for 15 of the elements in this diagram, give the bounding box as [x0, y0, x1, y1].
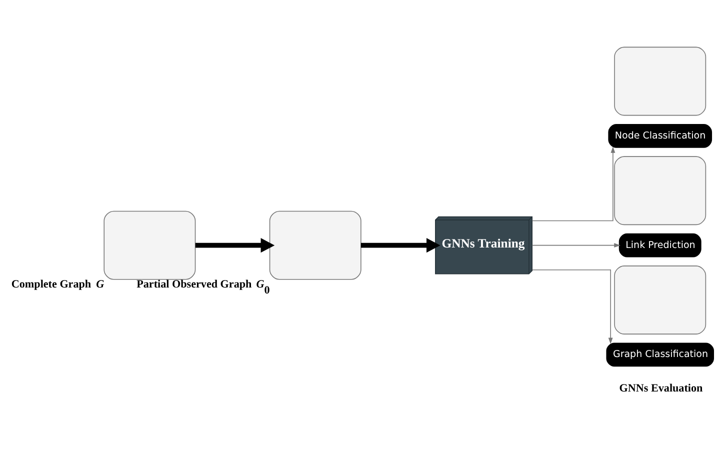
node-box — [104, 210, 196, 280]
arrow — [195, 238, 275, 253]
node-label: Complete Graph G — [11, 278, 104, 290]
node-box — [614, 266, 706, 334]
node-box: Link Prediction — [618, 233, 702, 258]
arrow — [532, 146, 616, 222]
label: GNNs Evaluation — [619, 382, 703, 395]
node-box — [614, 46, 706, 116]
node-box: Node Classification — [608, 124, 712, 148]
node-box: Graph Classification — [606, 342, 714, 367]
arrow — [360, 238, 440, 253]
arrow — [532, 243, 620, 248]
node-box — [269, 210, 362, 280]
node-box — [614, 156, 706, 226]
arrow — [532, 269, 613, 344]
